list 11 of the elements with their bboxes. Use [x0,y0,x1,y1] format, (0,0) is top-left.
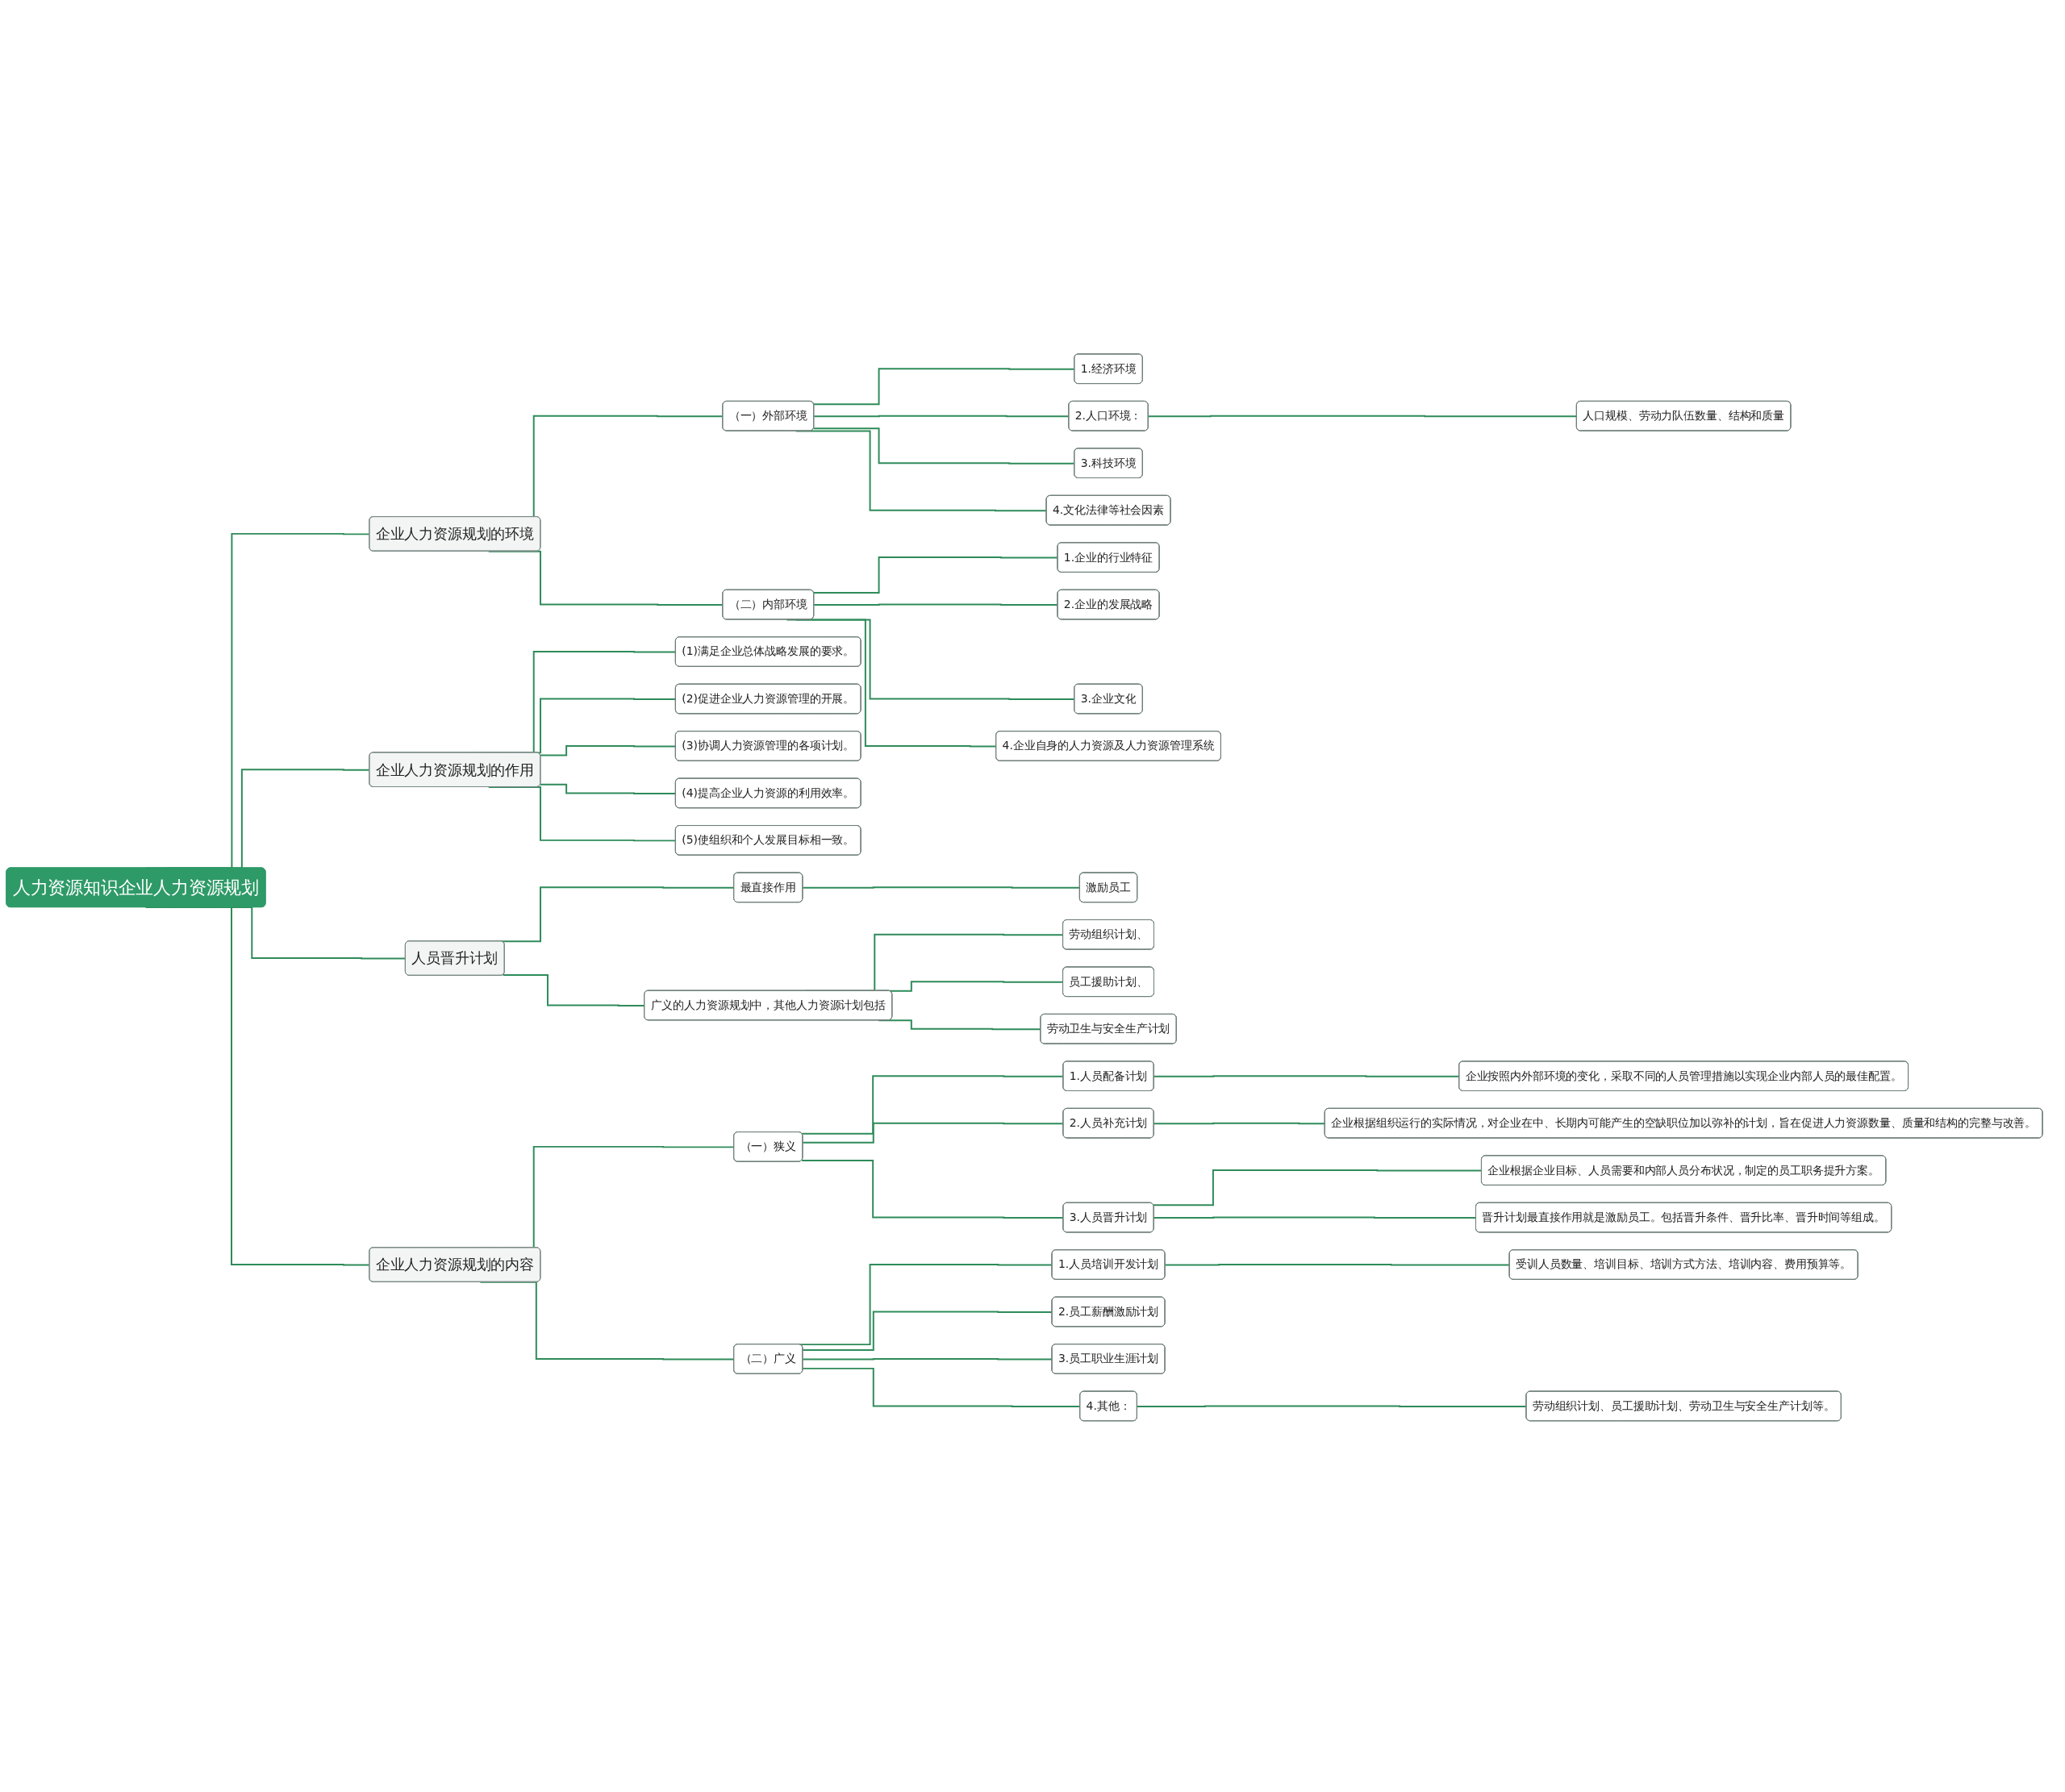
connector [1164,1263,1511,1266]
connector [1147,415,1578,417]
connector [540,744,677,756]
connector [802,1357,1053,1361]
connector [540,783,677,794]
connector [1153,1216,1477,1219]
connector [802,886,1081,889]
connector [795,430,1048,511]
connector [802,1311,1053,1351]
connector [1153,1122,1326,1124]
connector [1153,1169,1483,1206]
